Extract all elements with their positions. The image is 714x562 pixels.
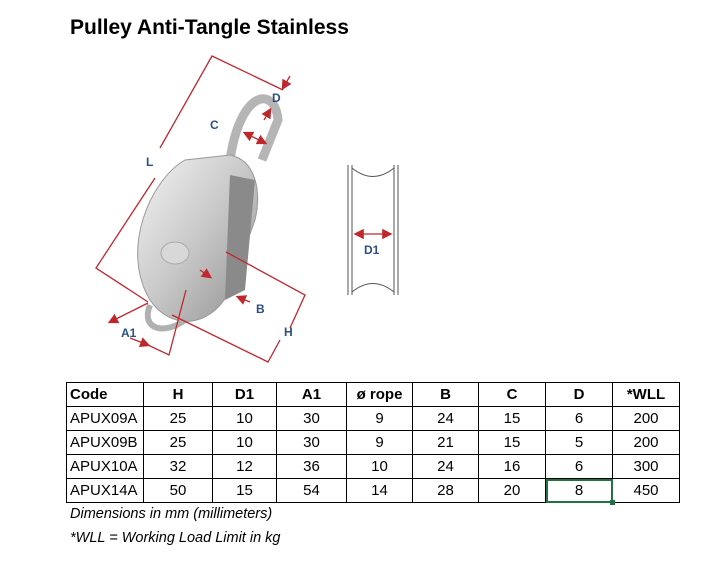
cell[interactable]: 15	[478, 406, 546, 431]
sheave-cross-section	[347, 165, 399, 295]
cell[interactable]: 5	[545, 430, 613, 455]
cell[interactable]: 30	[276, 406, 347, 431]
label-h: H	[284, 325, 293, 339]
cell[interactable]: 10	[212, 406, 277, 431]
label-d1: D1	[364, 243, 380, 257]
cell[interactable]: 21	[412, 430, 479, 455]
cell[interactable]: 10	[346, 454, 413, 479]
wll-note: *WLL = Working Load Limit in kg	[70, 530, 281, 546]
label-l: L	[146, 155, 153, 169]
cell[interactable]: 20	[478, 478, 546, 503]
dimension-lines	[95, 55, 393, 363]
cell[interactable]: 9	[346, 430, 413, 455]
cell[interactable]: 15	[212, 478, 277, 503]
header-a1: A1	[276, 382, 347, 407]
cell[interactable]: 36	[276, 454, 347, 479]
cell[interactable]: 16	[478, 454, 546, 479]
cell[interactable]: 25	[143, 430, 213, 455]
cell[interactable]: APUX14A	[66, 478, 144, 503]
cell[interactable]: 300	[612, 454, 680, 479]
header-wll: *WLL	[612, 382, 680, 407]
label-d: D	[272, 91, 281, 105]
header-c: C	[478, 382, 546, 407]
header-d1: D1	[212, 382, 277, 407]
header-b: B	[412, 382, 479, 407]
table-header-row: Code H D1 A1 ø rope B C D *WLL	[66, 382, 680, 407]
cell[interactable]: 200	[612, 430, 680, 455]
cell[interactable]: 28	[412, 478, 479, 503]
pulley-diagram: D C L B A1 H D1	[95, 55, 399, 363]
cell[interactable]: 24	[412, 406, 479, 431]
label-a1: A1	[121, 326, 137, 340]
header-rope: ø rope	[346, 382, 413, 407]
header-code: Code	[66, 382, 144, 407]
header-d: D	[545, 382, 613, 407]
cell[interactable]: 24	[412, 454, 479, 479]
cell[interactable]: APUX10A	[66, 454, 144, 479]
cell[interactable]: APUX09A	[66, 406, 144, 431]
cell[interactable]: 10	[212, 430, 277, 455]
selected-cell[interactable]: 8	[545, 478, 616, 506]
label-b: B	[256, 302, 265, 316]
pulley-image	[137, 94, 283, 332]
cell[interactable]: 32	[143, 454, 213, 479]
label-c: C	[210, 118, 219, 132]
units-note: Dimensions in mm (millimeters)	[70, 506, 273, 522]
cell[interactable]: 450	[612, 478, 680, 503]
cell[interactable]: 14	[346, 478, 413, 503]
cell[interactable]: 54	[276, 478, 347, 503]
cell[interactable]: 25	[143, 406, 213, 431]
page-title: Pulley Anti-Tangle Stainless	[70, 16, 349, 39]
cell[interactable]: 50	[143, 478, 213, 503]
cell[interactable]: APUX09B	[66, 430, 144, 455]
header-h: H	[143, 382, 213, 407]
cell[interactable]: 6	[545, 406, 613, 431]
cell[interactable]: 15	[478, 430, 546, 455]
cell[interactable]: 30	[276, 430, 347, 455]
cell[interactable]: 12	[212, 454, 277, 479]
cell[interactable]: 200	[612, 406, 680, 431]
cell[interactable]: 9	[346, 406, 413, 431]
cell[interactable]: 6	[545, 454, 613, 479]
